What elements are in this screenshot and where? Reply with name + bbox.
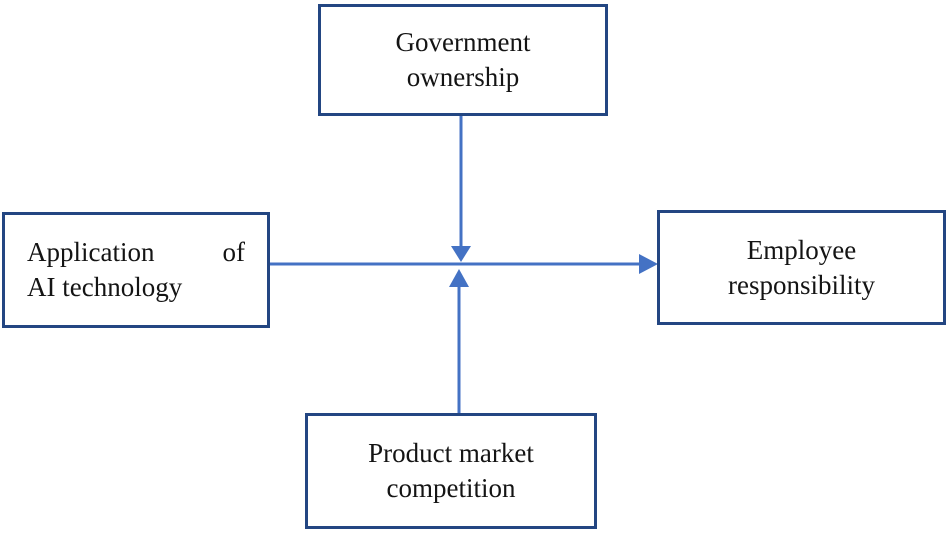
node-label-line: Government: [395, 27, 531, 57]
node-label-line: AI technology: [27, 272, 183, 302]
arrow-competition-to-link: [449, 269, 469, 413]
arrow-head-right-icon: [639, 254, 658, 274]
node-label-line: ownership: [406, 62, 520, 92]
node-label-line: Product market: [368, 438, 534, 468]
node-label-line: competition: [386, 473, 516, 503]
arrow-application-to-employee: [270, 254, 658, 274]
arrow-head-down-icon: [451, 246, 471, 262]
node-label-line: responsibility: [728, 269, 875, 300]
node-employee-responsibility: Employee responsibility: [657, 210, 946, 325]
node-label-word: of: [222, 237, 246, 267]
node-product-market-competition: Product market competition: [305, 413, 597, 529]
node-government-ownership: Government ownership: [318, 4, 608, 116]
node-label-line: Employee: [746, 234, 857, 265]
arrow-government-to-link: [451, 115, 471, 262]
node-label-word: Application: [27, 237, 155, 267]
node-label-line: Application of: [27, 235, 245, 270]
arrow-head-up-icon: [449, 269, 469, 287]
node-application-of-ai-technology: Application of AI technology: [2, 212, 270, 328]
